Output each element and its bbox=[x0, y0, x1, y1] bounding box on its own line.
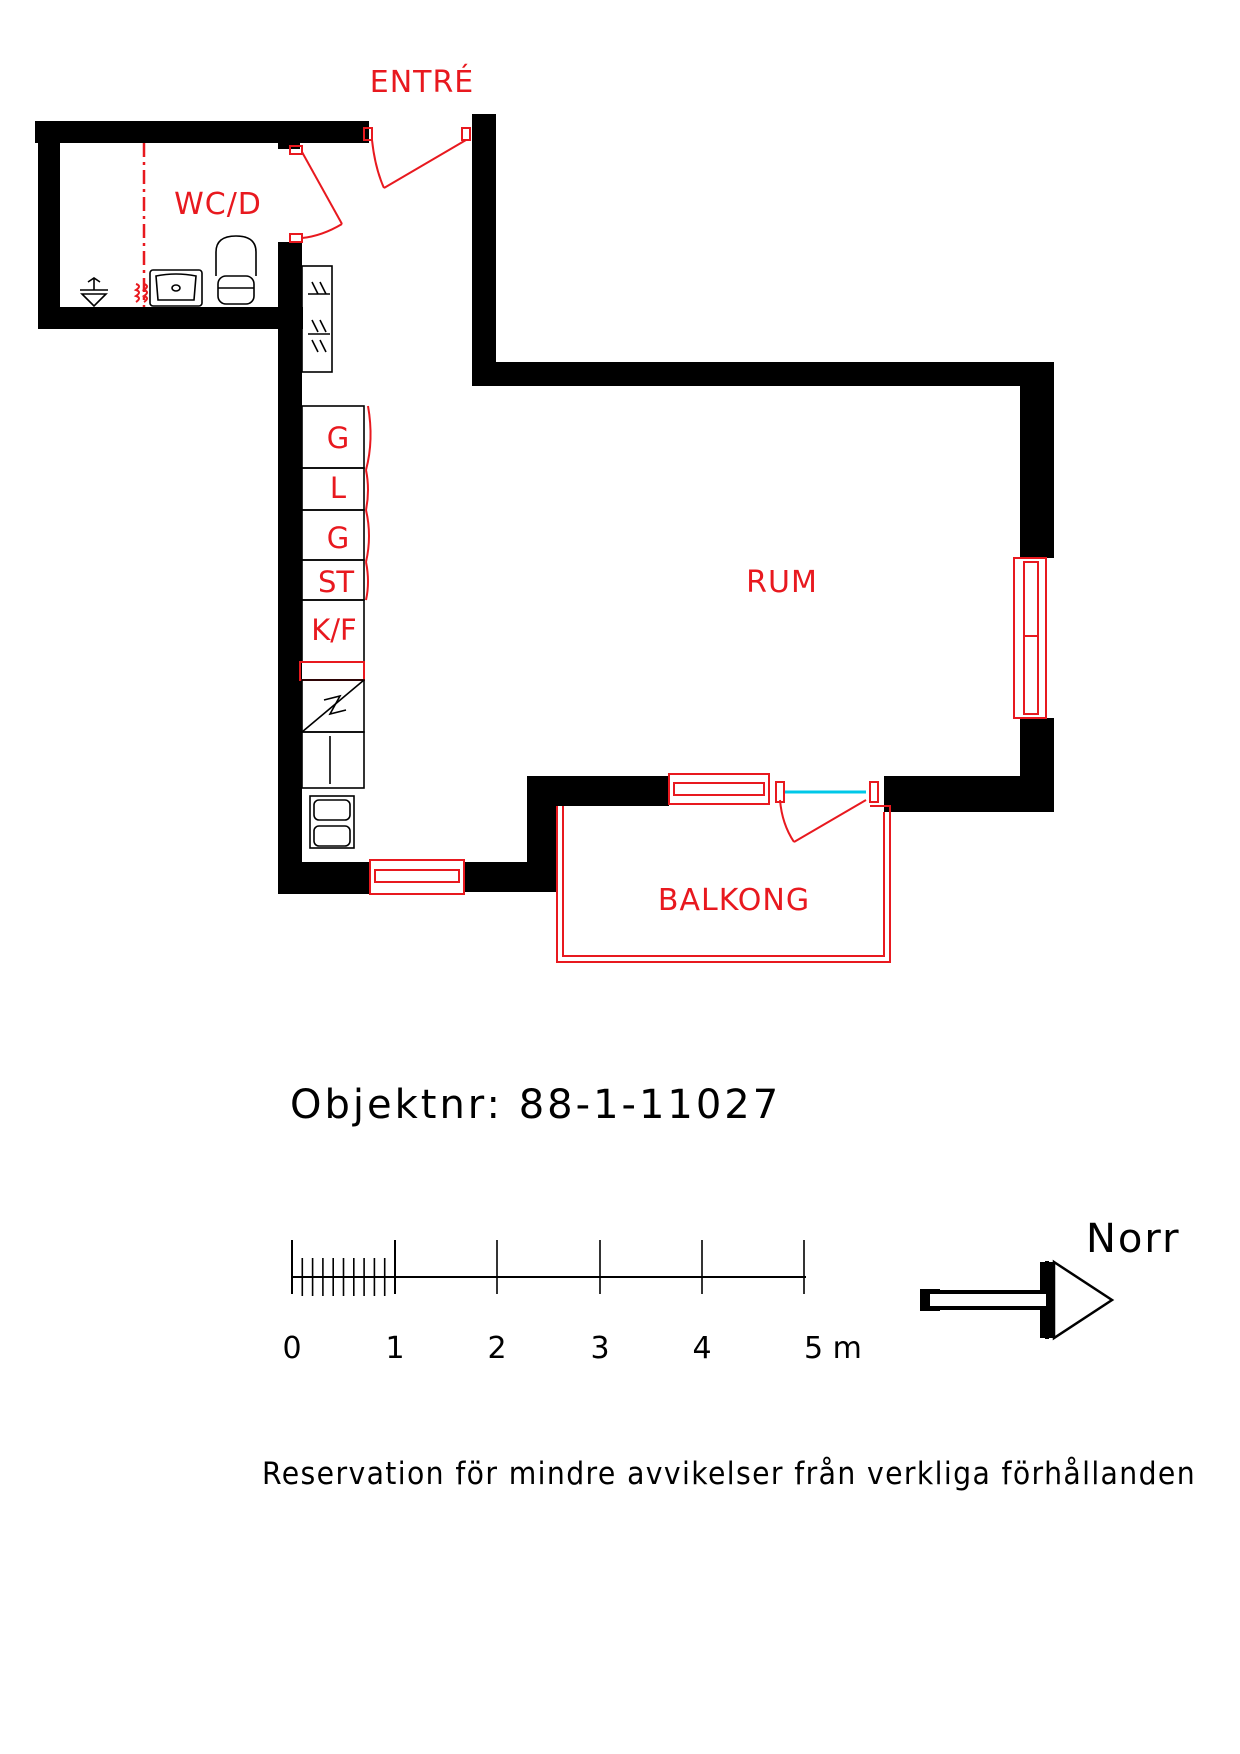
window-right bbox=[1013, 557, 1047, 719]
walls bbox=[35, 114, 1054, 894]
toilet-icon bbox=[215, 235, 257, 305]
north-arrow-icon bbox=[920, 1259, 1115, 1341]
scale-label-5: 5 m bbox=[804, 1331, 862, 1366]
doors bbox=[289, 127, 879, 843]
wc-door[interactable] bbox=[289, 145, 343, 243]
scale-label-1: 1 bbox=[385, 1331, 404, 1366]
wall-left bbox=[278, 242, 302, 894]
cabinet-doors bbox=[365, 405, 372, 601]
balcony bbox=[556, 805, 891, 963]
cabinet-label-3: G bbox=[327, 521, 349, 555]
stove-icon bbox=[301, 679, 365, 733]
wall-wc-bottom bbox=[38, 307, 303, 329]
north-label: Norr bbox=[1086, 1216, 1181, 1262]
scale-tick-labels: 0 1 2 3 4 5 m bbox=[282, 1331, 861, 1366]
label-entre: ENTRÉ bbox=[370, 64, 475, 100]
scale-label-4: 4 bbox=[692, 1331, 711, 1366]
kitchen: G L G ST K/F bbox=[299, 265, 372, 849]
scale-minor-ticks bbox=[301, 1258, 386, 1296]
disclaimer: Reservation för mindre avvikelser från v… bbox=[262, 1456, 1196, 1492]
cabinet-label-1: G bbox=[327, 421, 349, 455]
sink-icon bbox=[149, 269, 203, 307]
window-balcony bbox=[668, 773, 770, 805]
wall-right-upper bbox=[1020, 362, 1054, 558]
scale-label-3: 3 bbox=[590, 1331, 609, 1366]
floor-drain-icon bbox=[80, 277, 108, 308]
wall-bottom-left2 bbox=[464, 862, 557, 892]
wall-bottom-left bbox=[278, 862, 370, 894]
kitchen-sink-icon bbox=[309, 795, 355, 849]
entry-door[interactable] bbox=[363, 127, 471, 189]
wall-entry-right bbox=[472, 114, 496, 384]
cabinet-label-4: ST bbox=[318, 565, 354, 599]
scale-label-0: 0 bbox=[282, 1331, 301, 1366]
wall-wc-right-stub bbox=[278, 121, 300, 149]
hallway-shelf bbox=[301, 265, 333, 373]
windows bbox=[369, 557, 1047, 895]
radiator-icon bbox=[133, 283, 148, 303]
cabinet-label-5: K/F bbox=[311, 613, 356, 647]
balcony-door[interactable] bbox=[775, 781, 879, 843]
counter bbox=[301, 731, 365, 789]
scale-bar: 0 1 2 3 4 5 m bbox=[282, 1240, 862, 1366]
label-balkong: BALKONG bbox=[658, 883, 810, 918]
wall-room-top bbox=[472, 362, 1054, 386]
window-bottom-left bbox=[369, 859, 465, 895]
scale-label-2: 2 bbox=[487, 1331, 506, 1366]
fridge-outline bbox=[299, 661, 365, 681]
wall-bottom-right bbox=[884, 776, 1054, 812]
wall-wc-top bbox=[35, 121, 369, 143]
cabinet-label-2: L bbox=[330, 471, 346, 505]
wall-wc-left bbox=[38, 121, 60, 329]
object-number: Objektnr: 88-1-11027 bbox=[290, 1082, 781, 1128]
wc-fixtures bbox=[80, 143, 257, 308]
label-wc: WC/D bbox=[174, 187, 262, 222]
label-rum: RUM bbox=[746, 565, 818, 600]
